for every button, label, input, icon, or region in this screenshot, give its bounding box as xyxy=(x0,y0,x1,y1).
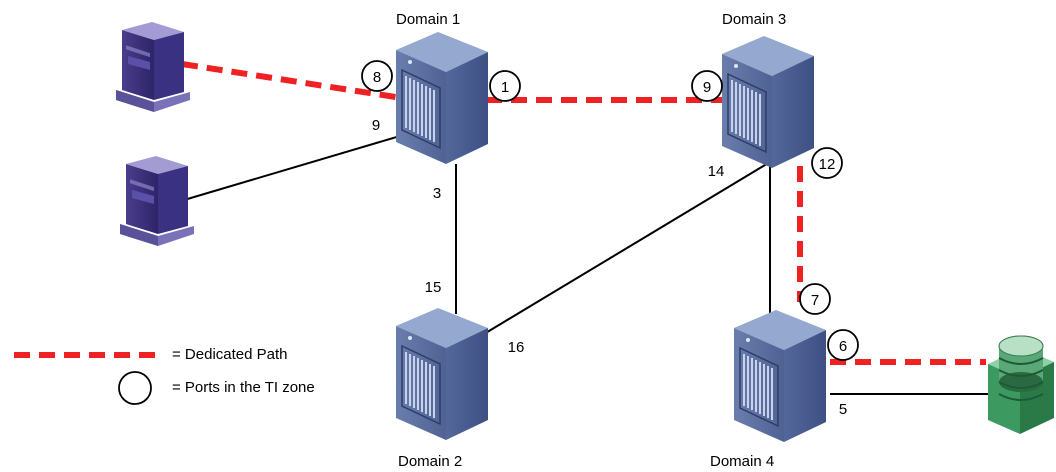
fabric-links xyxy=(183,135,996,395)
domain4-switch-icon xyxy=(733,309,827,443)
dedicated-path xyxy=(181,61,986,365)
domain-2-label: Domain 2 xyxy=(398,453,462,470)
legend-dedicated-path-label: = Dedicated Path xyxy=(172,346,288,363)
port-12-label: 12 xyxy=(819,156,836,173)
storage-array-icon xyxy=(987,335,1055,435)
port-6-label: 6 xyxy=(839,338,847,355)
port-8-label: 8 xyxy=(373,69,381,86)
port-1-label: 1 xyxy=(501,79,509,96)
port-3-label: 3 xyxy=(433,185,441,202)
domain3-switch-icon xyxy=(721,35,815,169)
port-15-label: 15 xyxy=(425,279,442,296)
domain-4-label: Domain 4 xyxy=(710,453,774,470)
domain2-switch-icon xyxy=(395,307,489,441)
legend-ti-port-swatch xyxy=(118,371,152,405)
ti-port-9-circle xyxy=(691,70,723,102)
host-1-icon xyxy=(116,22,190,112)
link-domain2-domain3 xyxy=(483,161,771,335)
link-host2-domain1 xyxy=(183,135,401,201)
ti-port-8-circle xyxy=(361,60,393,92)
host-2-icon xyxy=(120,156,194,246)
port-9-domain1-label: 9 xyxy=(372,117,380,134)
ti-port-1-circle xyxy=(489,70,521,102)
port-7-label: 7 xyxy=(811,292,819,309)
port-16-label: 16 xyxy=(508,339,525,356)
domain1-switch-icon xyxy=(395,31,489,165)
domain-1-label: Domain 1 xyxy=(396,11,460,28)
ti-port-12-circle xyxy=(811,147,843,179)
dedicated-host1-domain1 xyxy=(181,61,403,101)
legend-ti-zone-label: = Ports in the TI zone xyxy=(172,379,315,396)
port-14-label: 14 xyxy=(708,163,725,180)
ti-port-7-circle xyxy=(799,283,831,315)
port-5-label: 5 xyxy=(839,401,847,418)
port-9-domain3-label: 9 xyxy=(703,79,711,96)
domain-3-label: Domain 3 xyxy=(722,11,786,28)
ti-port-6-circle xyxy=(827,329,859,361)
